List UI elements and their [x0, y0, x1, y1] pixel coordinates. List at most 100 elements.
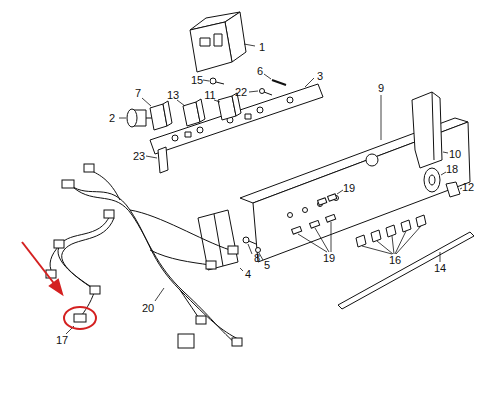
- part-outline: [185, 132, 191, 137]
- part-outline: [446, 182, 460, 197]
- leader-line: [119, 118, 126, 119]
- part-outline: [429, 175, 435, 185]
- leader-line: [203, 80, 209, 81]
- leader-line: [264, 74, 271, 79]
- callout-number: 19: [322, 252, 336, 265]
- callout-number: 10: [448, 148, 462, 161]
- wire-connector: [104, 210, 114, 218]
- callout-number: 20: [141, 302, 155, 315]
- callout-number: 16: [388, 254, 402, 267]
- callout-number: 23: [132, 150, 146, 163]
- wire-connector: [74, 314, 86, 322]
- callout-number: 6: [256, 65, 264, 78]
- leader-line: [155, 288, 164, 301]
- part-outline: [214, 214, 223, 266]
- part-outline: [264, 92, 272, 95]
- callout-number: 2: [108, 112, 116, 125]
- part-outline: [292, 226, 302, 234]
- callout-number: 1: [258, 41, 266, 54]
- part-outline: [272, 80, 286, 85]
- leader-line: [177, 100, 185, 106]
- part-outline: [432, 92, 434, 160]
- callout-number: 17: [55, 334, 69, 347]
- callout-number: 15: [190, 74, 204, 87]
- leader-line: [381, 95, 382, 140]
- part-outline: [163, 101, 172, 126]
- leader-line: [142, 98, 151, 106]
- part-outline: [416, 215, 426, 227]
- part-outline: [210, 78, 216, 84]
- leader-line: [337, 190, 343, 194]
- leader-line: [248, 244, 252, 254]
- part-outline: [424, 168, 440, 192]
- wire-harness: [62, 218, 114, 292]
- part-outline: [260, 89, 265, 94]
- wire-connector: [54, 240, 64, 248]
- wire-connector: [84, 164, 94, 172]
- wire-harness: [50, 170, 240, 344]
- leader-line: [441, 172, 446, 175]
- leader-line: [460, 188, 462, 189]
- part-outline: [310, 220, 320, 228]
- leader-line: [331, 222, 332, 252]
- callout-number: 9: [377, 82, 385, 95]
- leader-line: [244, 44, 255, 46]
- part-outline: [200, 38, 210, 46]
- part-outline: [198, 210, 238, 270]
- wire-connector: [46, 164, 242, 348]
- wire-connector: [178, 334, 194, 348]
- wire-harness: [74, 188, 236, 344]
- part-outline: [216, 82, 224, 84]
- part-outline: [288, 213, 293, 218]
- leader-line: [443, 152, 448, 153]
- leader-line: [240, 268, 243, 271]
- part-outline: [303, 208, 308, 213]
- callout-number: 8: [253, 252, 261, 265]
- part-outline: [146, 118, 152, 119]
- wire-connector: [90, 286, 100, 294]
- leader-line: [377, 241, 393, 254]
- red-callout: [22, 242, 96, 329]
- part-outline: [326, 214, 336, 222]
- leader-line: [440, 252, 441, 262]
- callout-number: 18: [445, 163, 459, 176]
- leader-line: [395, 231, 406, 254]
- callout-number: 3: [316, 70, 324, 83]
- part-outline: [245, 114, 251, 119]
- part-outline: [172, 135, 178, 141]
- part-outline: [158, 147, 168, 173]
- part-outline: [190, 22, 232, 72]
- part-outline: [127, 109, 137, 127]
- wire-harness: [90, 170, 120, 200]
- callout-number: 7: [134, 87, 142, 100]
- callout-number: 19: [342, 182, 356, 195]
- part-outline: [214, 34, 222, 46]
- wire-harness: [150, 250, 210, 265]
- wire-connector: [62, 180, 74, 188]
- callout-number: 14: [433, 262, 447, 275]
- wire-harness: [50, 245, 60, 272]
- leader-line: [249, 91, 258, 92]
- callout-number: 13: [166, 89, 180, 102]
- part-outline: [150, 84, 323, 154]
- part-outline: [287, 97, 293, 103]
- wire-connector: [232, 338, 242, 346]
- part-outline: [318, 198, 327, 205]
- callout-number: 4: [244, 268, 252, 281]
- red-callout: [64, 307, 96, 329]
- part-outline: [386, 225, 396, 237]
- part-outline: [197, 127, 203, 133]
- part-outline: [401, 220, 411, 232]
- part-outline: [366, 154, 378, 166]
- part-outline: [257, 107, 263, 113]
- callout-number: 12: [461, 181, 475, 194]
- leader-line: [392, 236, 394, 254]
- part-outline: [412, 92, 442, 168]
- leader-line: [66, 44, 462, 334]
- part-outline: [356, 235, 366, 247]
- red-callout: [50, 280, 62, 294]
- wire-harness: [58, 215, 110, 290]
- callout-number: 5: [263, 259, 271, 272]
